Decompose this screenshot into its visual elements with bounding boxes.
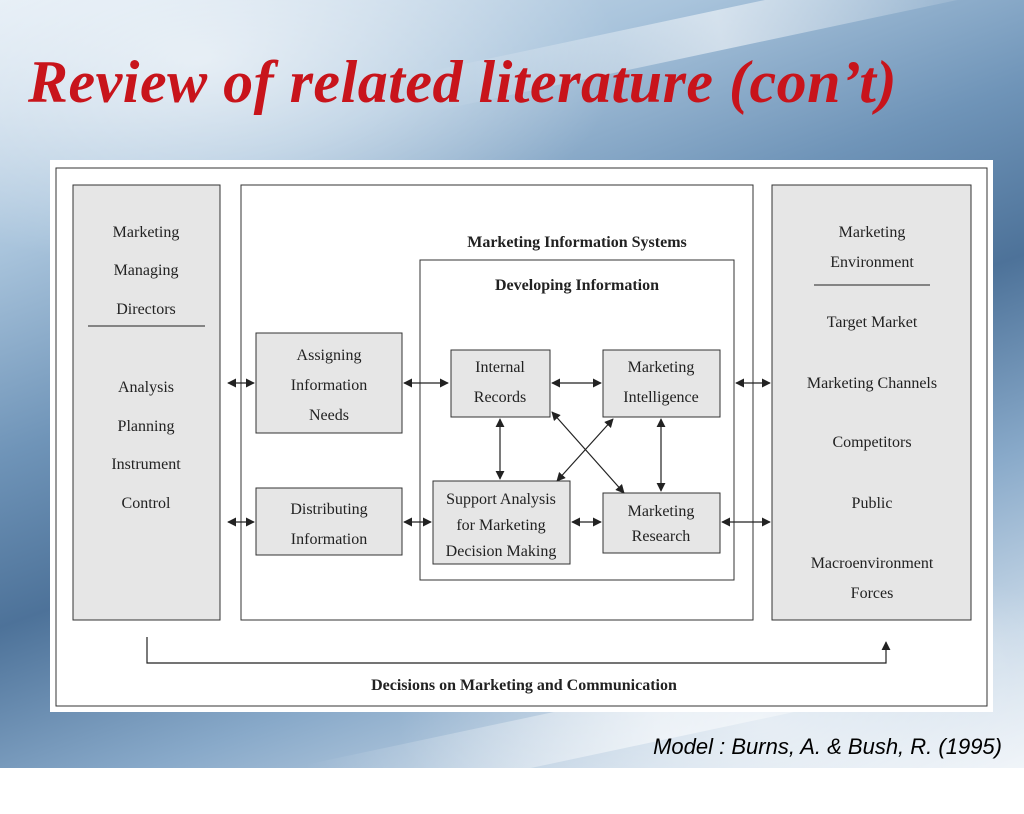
marketing-information-systems-diagram: Marketing Managing Directors Analysis Pl…: [55, 167, 988, 707]
right-header-line-2: Environment: [830, 254, 914, 271]
marketing-intelligence-line-2: Intelligence: [623, 389, 699, 406]
marketing-intelligence-box: [602, 349, 721, 418]
left-item-analysis: Analysis: [118, 379, 174, 396]
assigning-line-2: Information: [291, 377, 367, 394]
distributing-line-2: Information: [291, 531, 367, 548]
distributing-information-box: [255, 487, 403, 556]
internal-records-line-1: Internal: [475, 359, 525, 376]
left-header-line-2: Managing: [114, 262, 179, 279]
left-column-box: [72, 184, 221, 621]
support-analysis-line-3: Decision Making: [446, 543, 557, 560]
right-item-target-market: Target Market: [827, 314, 918, 331]
left-item-control: Control: [122, 495, 171, 512]
marketing-research-line-2: Research: [632, 528, 691, 545]
left-header-line-1: Marketing: [113, 224, 180, 241]
assigning-line-3: Needs: [309, 407, 349, 424]
arrow-support-to-intelligence: [556, 418, 614, 482]
right-macro-line-1: Macroenvironment: [811, 555, 934, 572]
left-header-line-3: Directors: [116, 301, 176, 318]
diagram-panel: Marketing Managing Directors Analysis Pl…: [50, 160, 993, 712]
slide-title: Review of related literature (con’t): [28, 49, 897, 115]
left-item-instrument: Instrument: [111, 456, 181, 473]
support-analysis-line-2: for Marketing: [456, 517, 545, 534]
left-item-planning: Planning: [118, 418, 175, 435]
mis-title: Marketing Information Systems: [467, 234, 687, 251]
support-analysis-line-1: Support Analysis: [446, 491, 556, 508]
support-analysis-box: [432, 480, 571, 565]
right-macro-line-2: Forces: [851, 585, 894, 602]
marketing-research-line-1: Marketing: [628, 503, 695, 520]
internal-records-box: [450, 349, 551, 418]
right-item-public: Public: [852, 495, 893, 512]
decisions-label: Decisions on Marketing and Communication: [371, 677, 677, 694]
right-header-line-1: Marketing: [839, 224, 906, 241]
internal-records-line-2: Records: [474, 389, 526, 406]
distributing-line-1: Distributing: [290, 501, 367, 518]
assigning-information-needs-box: [255, 332, 403, 434]
model-citation: Model : Burns, A. & Bush, R. (1995): [653, 734, 1002, 759]
developing-information-title: Developing Information: [495, 277, 659, 294]
decisions-feedback-arrow: [146, 637, 891, 664]
marketing-research-box: [602, 492, 721, 554]
right-column-box: [771, 184, 972, 621]
marketing-intelligence-line-1: Marketing: [628, 359, 695, 376]
outer-frame: [55, 167, 988, 707]
right-item-competitors: Competitors: [832, 434, 911, 451]
assigning-line-1: Assigning: [297, 347, 362, 364]
right-item-marketing-channels: Marketing Channels: [807, 375, 937, 392]
